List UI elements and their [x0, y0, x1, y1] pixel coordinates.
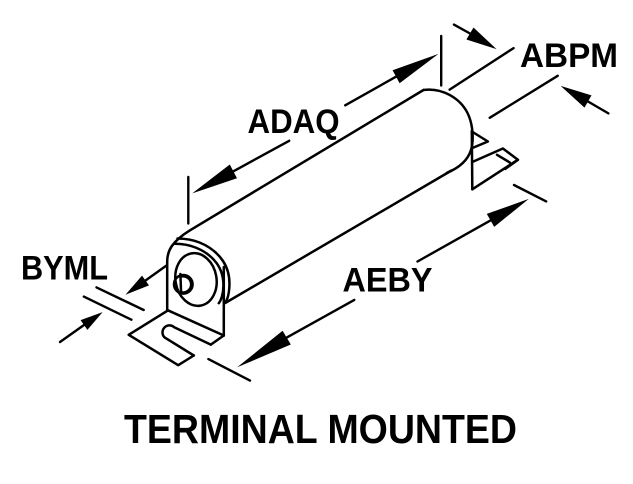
svg-text:AEBY: AEBY — [343, 261, 433, 299]
svg-text:ABPM: ABPM — [520, 37, 618, 75]
svg-text:TERMINAL MOUNTED: TERMINAL MOUNTED — [124, 406, 517, 452]
svg-text:ADAQ: ADAQ — [248, 103, 340, 141]
svg-text:BYML: BYML — [21, 250, 108, 288]
